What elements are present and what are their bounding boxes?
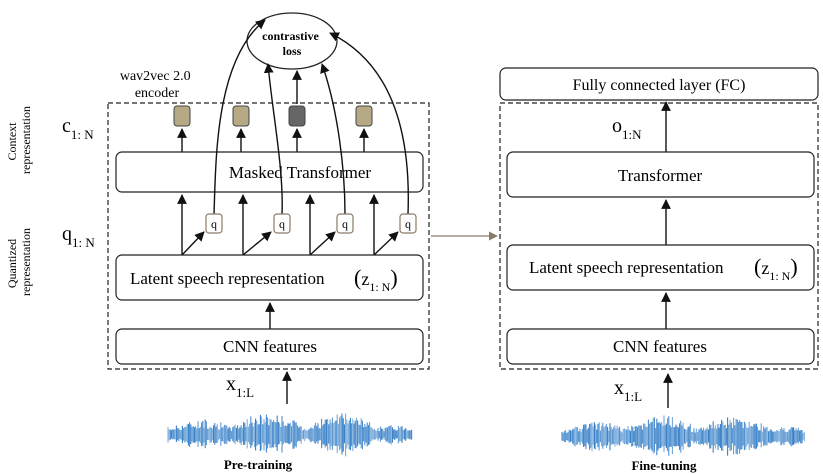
q-token-label: q — [211, 217, 217, 231]
encoder-label: wav2vec 2.0 encoder — [120, 69, 194, 101]
cnn-features-label: CNN features — [223, 337, 317, 356]
q-to-loss-path — [329, 32, 409, 215]
finetune-cnn-label: CNN features — [613, 337, 707, 356]
q-to-loss-path — [320, 63, 346, 215]
encoder-region — [107, 102, 430, 370]
q-to-loss-path — [263, 63, 283, 215]
q-token-box — [273, 213, 291, 234]
latent-z-variable: (z1: N) — [354, 265, 398, 294]
finetune-latent-label: Latent speech representation — [529, 258, 724, 277]
q-to-loss-path — [213, 19, 266, 215]
context-tokens — [173, 105, 373, 127]
q-variable: q1: N — [62, 223, 95, 250]
context-token — [173, 105, 191, 127]
x-input-variable: x1:L — [226, 373, 254, 400]
context-token — [232, 105, 250, 127]
c-variable: c1: N — [62, 115, 94, 142]
masked-transformer-block — [115, 151, 424, 193]
pretraining-caption: Pre-training — [224, 457, 293, 472]
quantized-representation-label: Quantized representation — [5, 228, 33, 296]
finetuning-caption: Fine-tuning — [631, 458, 697, 473]
context-token — [288, 105, 306, 127]
q-token-box — [336, 213, 354, 234]
fc-layer-block — [499, 67, 819, 101]
fc-layer-label: Fully connected layer (FC) — [573, 77, 746, 94]
latent-representation-block — [115, 254, 424, 301]
finetune-latent-block — [506, 244, 815, 291]
audio-waveform — [167, 413, 413, 457]
q-token-box — [205, 213, 223, 234]
o-output-variable: o1:N — [612, 115, 642, 142]
latent-representation-label: Latent speech representation — [130, 269, 325, 288]
context-token — [355, 105, 373, 127]
cnn-features-block — [115, 328, 424, 365]
q-token-label: q — [342, 217, 348, 231]
contrastive-loss-label: contrastive loss — [262, 29, 322, 58]
finetune-x-input-variable: x1:L — [614, 377, 642, 404]
transformer-block — [506, 151, 815, 198]
finetune-latent-z-variable: (z1: N) — [754, 254, 798, 283]
finetuning-panel: Fully connected layer (FC) o1:N Transfor… — [499, 67, 819, 473]
masked-transformer-label: Masked Transformer — [229, 163, 371, 182]
quantized-tokens: q q q q — [205, 213, 417, 234]
finetune-cnn-block — [506, 328, 815, 365]
q-token-label: q — [405, 217, 411, 231]
finetune-audio-waveform — [561, 415, 805, 456]
context-representation-label: Context representation — [5, 106, 33, 174]
pretraining-panel: Context representation Quantized represe… — [5, 12, 430, 472]
q-token-box — [399, 213, 417, 234]
transformer-label: Transformer — [618, 166, 703, 185]
q-token-label: q — [279, 217, 285, 231]
finetune-encoder-region — [499, 102, 819, 370]
